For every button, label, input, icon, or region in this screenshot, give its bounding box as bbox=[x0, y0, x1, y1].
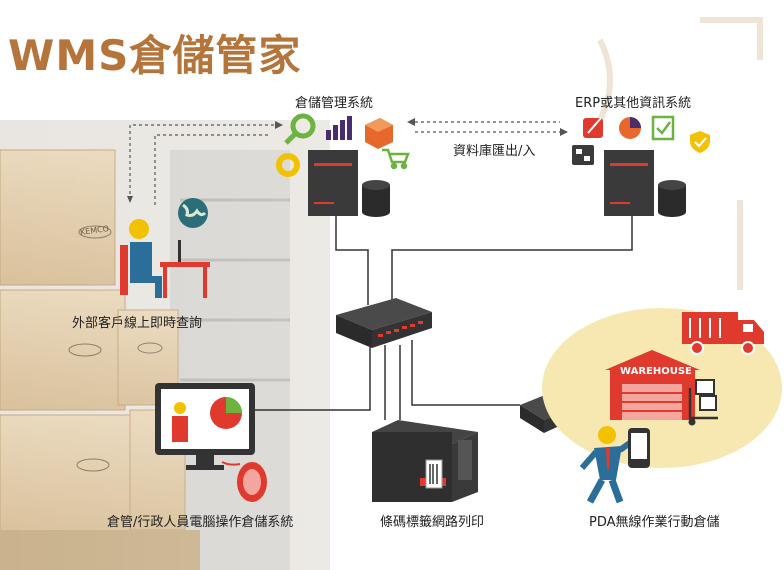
shield-check-icon bbox=[690, 131, 710, 153]
pie-chart-icon bbox=[619, 117, 641, 139]
globe-icon bbox=[178, 198, 208, 228]
pda-label: PDA無線作業行動倉儲 bbox=[589, 515, 720, 530]
database-icon bbox=[658, 180, 686, 217]
erp-server-icon bbox=[604, 150, 654, 216]
barcode-printer-label: 條碼標籤網路列印 bbox=[380, 515, 485, 530]
package-box-icon bbox=[365, 118, 393, 149]
pda-device-icon bbox=[628, 428, 650, 468]
checklist-icon bbox=[651, 115, 675, 141]
bar-chart-icon bbox=[326, 116, 352, 140]
presenter-chart-icon bbox=[172, 397, 242, 442]
db-transfer-label: 資料庫匯出/入 bbox=[453, 144, 536, 159]
wms-system-label: 倉儲管理系統 bbox=[295, 96, 374, 111]
donut-chart-icon bbox=[276, 153, 300, 177]
person-at-desk-icon bbox=[120, 219, 210, 298]
edit-document-icon bbox=[583, 117, 603, 138]
erp-system-label: ERP或其他資訊系統 bbox=[575, 96, 692, 111]
admin-pc-label: 倉管/行政人員電腦操作倉儲系統 bbox=[107, 515, 294, 530]
page-title: WMS倉儲管家 bbox=[8, 31, 302, 80]
calculator-icon bbox=[572, 145, 594, 165]
warehouse-sign-text: WAREHOUSE bbox=[620, 366, 692, 377]
wms-server-icon bbox=[308, 150, 358, 216]
mouse-icon bbox=[221, 461, 267, 502]
barcode-label-icon bbox=[425, 459, 443, 489]
network-switch-icon bbox=[336, 298, 432, 348]
shopping-cart-icon bbox=[382, 148, 410, 170]
database-icon bbox=[362, 180, 390, 217]
external-customer-label: 外部客戶線上即時查詢 bbox=[72, 316, 203, 331]
warehouse-building-icon bbox=[605, 350, 700, 420]
hand-truck-boxes-icon bbox=[688, 379, 718, 426]
delivery-truck-icon bbox=[682, 312, 764, 355]
search-icon bbox=[284, 113, 316, 145]
